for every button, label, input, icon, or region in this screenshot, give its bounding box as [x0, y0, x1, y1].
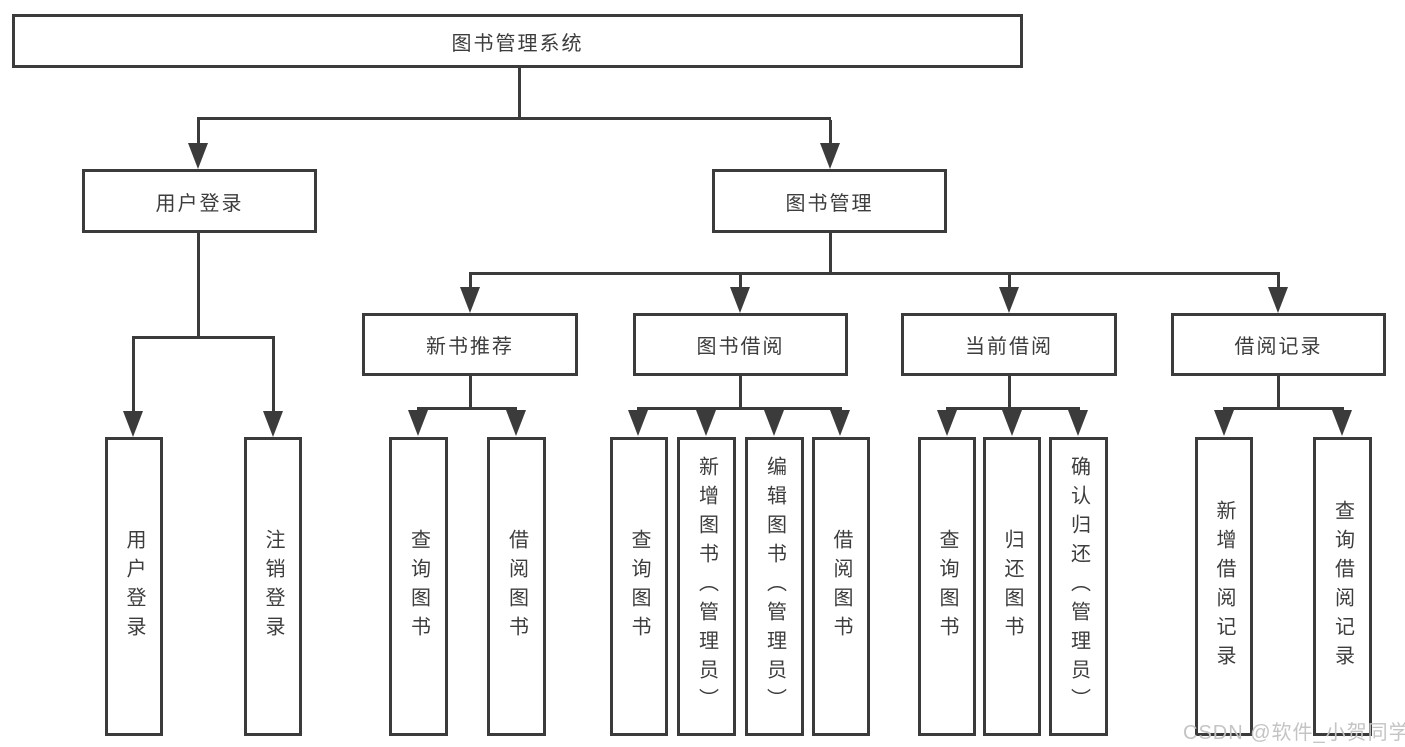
arrowhead-down-icon — [123, 411, 143, 437]
leaf-label: 新增图书（管理员） — [695, 456, 718, 717]
leaf-query-borrow-record: 查询借阅记录 — [1313, 437, 1372, 736]
arrowhead-down-icon — [506, 410, 526, 436]
arrowhead-down-icon — [628, 410, 648, 436]
node-new-book-recommendation: 新书推荐 — [362, 313, 578, 376]
connector-borrowing-records-trunk — [1277, 376, 1280, 410]
leaf-user-login: 用户登录 — [105, 437, 163, 736]
arrowhead-down-icon — [1002, 410, 1022, 436]
arrowhead-down-icon — [188, 143, 208, 169]
connector-root-trunk — [518, 68, 521, 120]
connector-user-login-trunk — [197, 233, 200, 339]
arrowhead-down-icon — [1068, 410, 1088, 436]
csdn-watermark: CSDN @软件_小贺同学 — [1183, 722, 1405, 744]
leaf-label: 借阅图书 — [505, 528, 528, 645]
leaf-query-books-recommend: 查询图书 — [389, 437, 448, 736]
connector-level3-stem — [469, 275, 472, 290]
arrowhead-down-icon — [1268, 287, 1288, 313]
connector-book-management-trunk — [829, 233, 832, 274]
arrowhead-down-icon — [263, 411, 283, 437]
arrowhead-down-icon — [937, 410, 957, 436]
arrowhead-down-icon — [820, 143, 840, 169]
connector-book-borrowing-trunk — [739, 376, 742, 410]
node-library-management-system: 图书管理系统 — [12, 14, 1023, 68]
connector-leaf-stem — [132, 339, 135, 412]
connector-level2-bar — [197, 117, 831, 120]
leaf-logout: 注销登录 — [244, 437, 302, 736]
arrowhead-down-icon — [764, 410, 784, 436]
arrowhead-down-icon — [408, 410, 428, 436]
node-book-borrowing: 图书借阅 — [633, 313, 848, 376]
leaf-label: 查询图书 — [628, 528, 650, 645]
connector-user-login-stem — [197, 120, 200, 145]
connector-level3-bar — [469, 272, 1280, 275]
connector-borrowing-records-bar — [1223, 407, 1344, 410]
connector-user-login-bar — [132, 336, 275, 339]
leaf-label: 注销登录 — [262, 528, 284, 645]
leaf-label: 用户登录 — [123, 528, 145, 645]
arrowhead-down-icon — [830, 410, 850, 436]
leaf-query-books-borrowing: 查询图书 — [610, 437, 668, 736]
connector-new-book-bar — [417, 407, 517, 410]
connector-new-book-trunk — [469, 376, 472, 410]
leaf-label: 借阅图书 — [830, 528, 852, 645]
connector-book-management-stem — [829, 120, 832, 145]
leaf-label: 归还图书 — [1001, 528, 1023, 645]
leaf-add-borrow-record: 新增借阅记录 — [1195, 437, 1253, 736]
leaf-return-book: 归还图书 — [983, 437, 1041, 736]
leaf-confirm-return-admin: 确认归还（管理员） — [1049, 437, 1108, 736]
arrowhead-down-icon — [1214, 410, 1234, 436]
leaf-add-book-admin: 新增图书（管理员） — [677, 437, 736, 736]
arrowhead-down-icon — [999, 287, 1019, 313]
connector-current-borrowing-trunk — [1008, 376, 1011, 410]
leaf-label: 查询图书 — [936, 528, 958, 645]
connector-leaf-stem — [272, 339, 275, 412]
arrowhead-down-icon — [1332, 410, 1352, 436]
node-user-login: 用户登录 — [82, 169, 317, 233]
connector-book-borrowing-bar — [637, 407, 842, 410]
leaf-borrow-books-recommend: 借阅图书 — [487, 437, 546, 736]
arrowhead-down-icon — [460, 287, 480, 313]
connector-current-borrowing-bar — [946, 407, 1080, 410]
connector-level3-stem — [1008, 275, 1011, 290]
node-borrowing-records: 借阅记录 — [1171, 313, 1386, 376]
connector-level3-stem — [1277, 275, 1280, 290]
connector-level3-stem — [739, 275, 742, 290]
node-current-borrowing: 当前借阅 — [901, 313, 1117, 376]
leaf-label: 查询借阅记录 — [1331, 499, 1354, 674]
arrowhead-down-icon — [730, 287, 750, 313]
node-book-management: 图书管理 — [712, 169, 947, 233]
leaf-label: 新增借阅记录 — [1213, 499, 1235, 674]
leaf-label: 确认归还（管理员） — [1067, 456, 1090, 717]
leaf-label: 编辑图书（管理员） — [763, 456, 786, 717]
leaf-label: 查询图书 — [407, 528, 430, 645]
arrowhead-down-icon — [696, 410, 716, 436]
leaf-edit-book-admin: 编辑图书（管理员） — [745, 437, 804, 736]
leaf-borrow-books-borrowing: 借阅图书 — [812, 437, 870, 736]
leaf-query-books-current: 查询图书 — [918, 437, 976, 736]
